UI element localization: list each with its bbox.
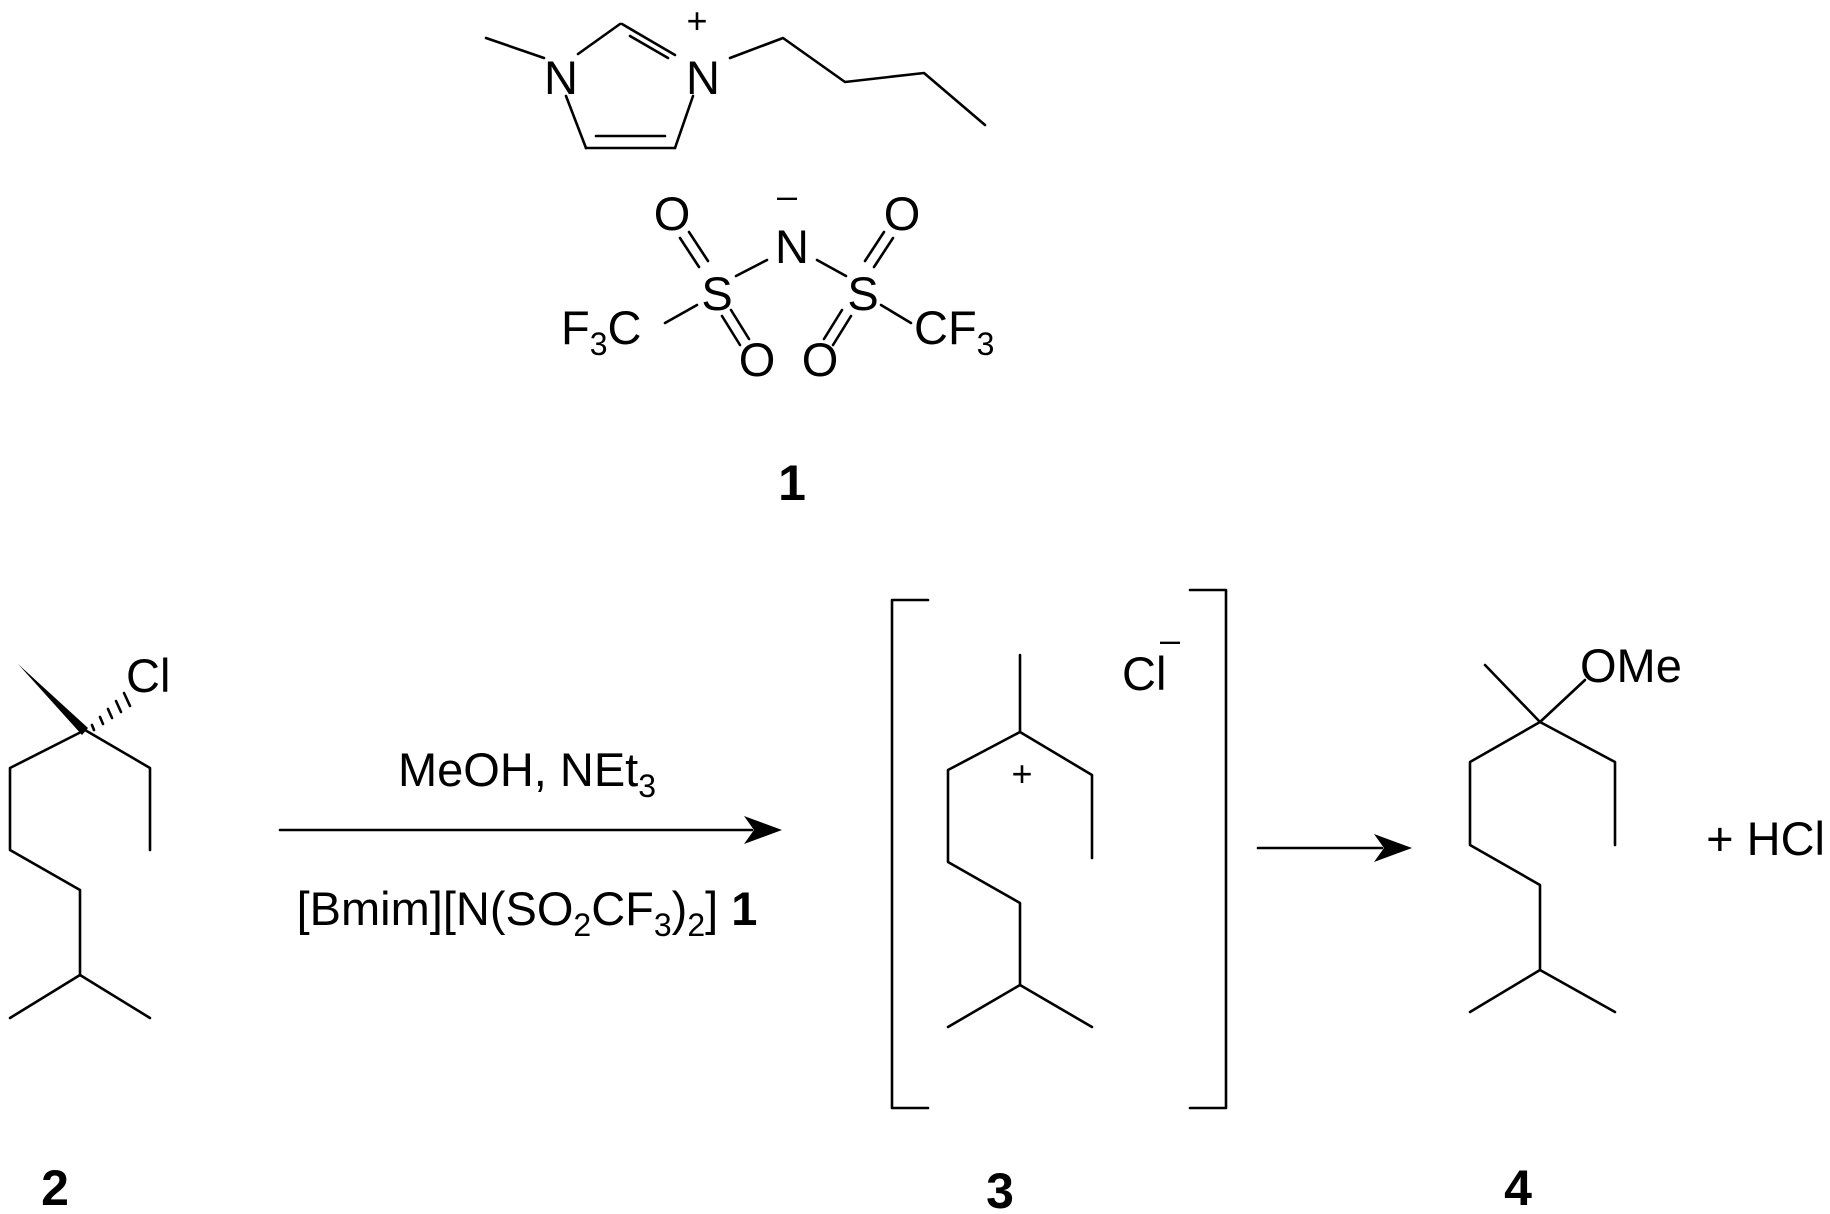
trifluoromethyl-right: CF3 xyxy=(914,301,994,362)
ring-n3: N xyxy=(686,51,720,104)
cation-ethyl-chain xyxy=(1018,730,1094,860)
methyl-bond xyxy=(484,36,546,60)
oxygen-top-right: O xyxy=(884,187,921,240)
product-methyl-bond xyxy=(1483,663,1542,724)
compound-label-2: 2 xyxy=(41,1160,69,1214)
carbocation-charge: + xyxy=(1011,753,1032,794)
compound-4: OMe + HCl 4 xyxy=(1468,639,1825,1214)
wedge-bond-methyl xyxy=(18,664,88,735)
chlorine-atom: Cl xyxy=(126,649,170,702)
anion-n: N xyxy=(775,220,809,273)
so-bottom-left-a xyxy=(720,314,742,347)
product-ethyl-chain xyxy=(1538,720,1617,847)
oxygen-bottom-left: O xyxy=(739,333,776,386)
product-isopropyl-left xyxy=(1468,968,1542,1014)
cation-isopropyl-right xyxy=(1018,983,1094,1029)
s-n-bond-left xyxy=(734,258,769,278)
hash-bond-chlorine xyxy=(90,691,132,732)
bracket-left xyxy=(890,598,930,1110)
bracket-right xyxy=(1188,588,1228,1110)
ntf2-anion: N – S S O O O O F3C CF3 xyxy=(561,175,994,386)
chloride-charge: – xyxy=(1160,619,1180,660)
ring-bond-c2-n3-double xyxy=(628,34,670,60)
methoxy-group: OMe xyxy=(1580,639,1682,692)
arrow-head-1 xyxy=(744,816,782,844)
cation-charge: + xyxy=(686,0,707,41)
ring-n1: N xyxy=(544,51,578,104)
ring-bond-n3-c4 xyxy=(673,94,695,150)
ring-bond-n1-c2 xyxy=(576,22,622,56)
cation-isopropyl-left xyxy=(946,983,1022,1029)
compound-label-1: 1 xyxy=(778,455,806,511)
so-bottom-right-a xyxy=(822,308,844,341)
sulfur-right: S xyxy=(847,267,878,320)
compound-label-4: 4 xyxy=(1504,1160,1532,1214)
reagents-line-2: [Bmim][N(SO2CF3)2] 1 xyxy=(297,882,758,943)
compound-3: + Cl – 3 xyxy=(890,588,1228,1214)
n-s-bond-right xyxy=(815,258,848,278)
bmim-cation: N N + xyxy=(484,0,987,150)
cation-main-chain xyxy=(946,730,1022,987)
ring-bond-c5-n1 xyxy=(564,94,588,150)
product-ome-bond xyxy=(1538,678,1587,724)
so-bottom-left-b xyxy=(729,308,751,341)
ring-bond-c2-n3 xyxy=(620,22,677,57)
anion-charge: – xyxy=(777,175,797,216)
so-top-right-a xyxy=(863,230,886,263)
product-main-chain xyxy=(1468,720,1542,972)
isopropyl-bond-right xyxy=(78,973,152,1020)
reagents-line-1: MeOH, NEt3 xyxy=(398,743,656,804)
c-s-bond-left xyxy=(663,303,699,325)
sulfur-left: S xyxy=(701,267,732,320)
hcl-byproduct: + HCl xyxy=(1706,812,1825,865)
ethyl-chain xyxy=(83,728,152,852)
oxygen-bottom-right: O xyxy=(802,333,839,386)
butyl-chain xyxy=(728,36,987,127)
main-chain xyxy=(8,728,87,977)
so-top-left-b xyxy=(687,230,710,263)
arrow-head-2 xyxy=(1374,834,1412,862)
trifluoromethyl-left: F3C xyxy=(561,301,641,362)
compound-label-3: 3 xyxy=(986,1163,1014,1214)
reaction-arrow-2 xyxy=(1256,834,1412,862)
compound-1: N N + N – S S O O O O F3C xyxy=(484,0,994,511)
so-top-right-b xyxy=(872,236,895,269)
so-top-left-a xyxy=(678,236,701,269)
chloride-ion: Cl xyxy=(1122,647,1166,700)
product-isopropyl-right xyxy=(1538,968,1617,1014)
compound-2: Cl 2 xyxy=(8,649,170,1214)
so-bottom-right-b xyxy=(831,314,853,347)
isopropyl-bond-left xyxy=(8,973,82,1020)
oxygen-top-left: O xyxy=(654,187,691,240)
reaction-arrow-1: MeOH, NEt3 [Bmim][N(SO2CF3)2] 1 xyxy=(278,743,782,943)
s-c-bond-right xyxy=(879,303,913,325)
